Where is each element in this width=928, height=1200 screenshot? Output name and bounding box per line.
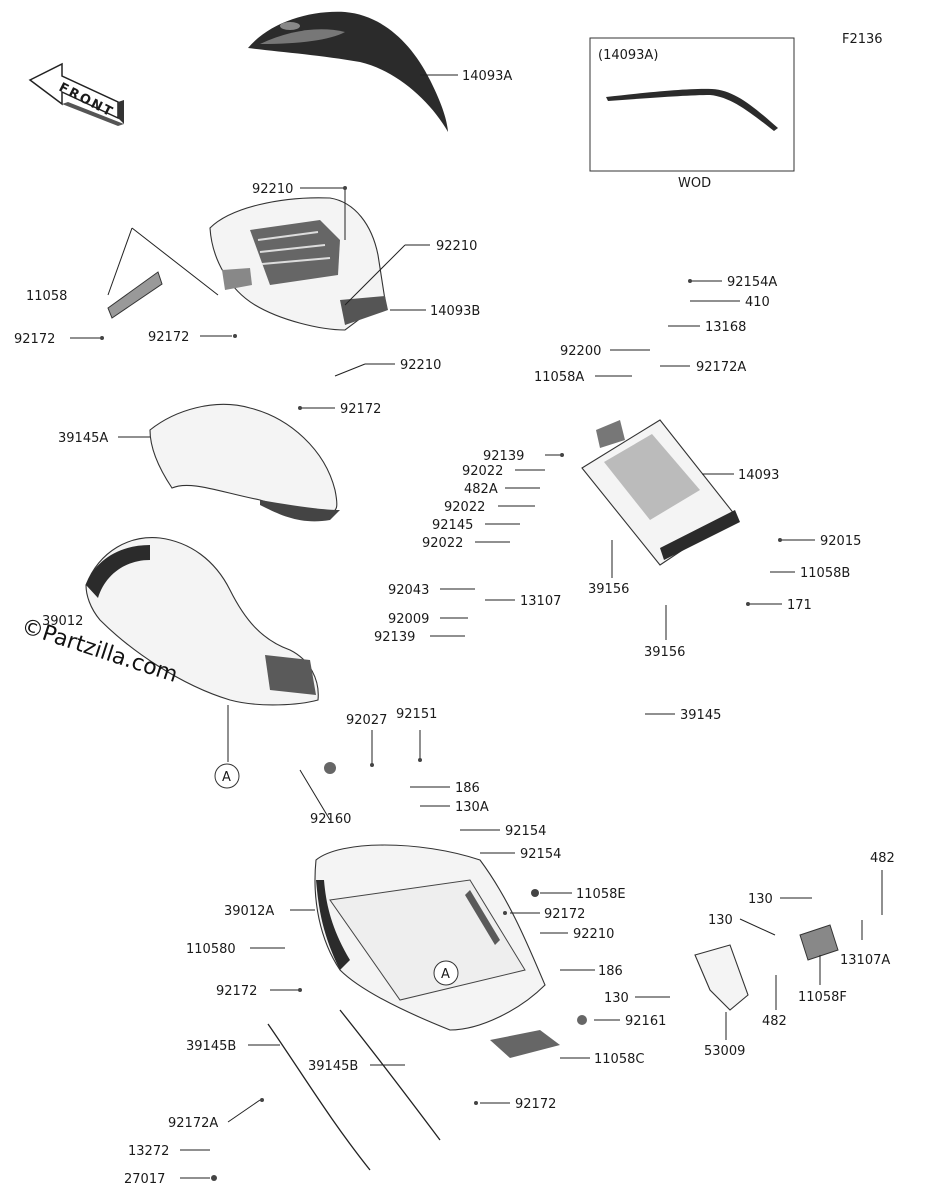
part-label[interactable]: 11058C <box>594 1052 644 1067</box>
part-label[interactable]: 92172 <box>515 1097 556 1112</box>
part-label[interactable]: 39145 <box>680 708 721 723</box>
part-label[interactable]: 39145B <box>308 1059 358 1074</box>
part-label[interactable]: 92210 <box>252 182 293 197</box>
part-label[interactable]: 13168 <box>705 320 746 335</box>
part-label[interactable]: 482 <box>762 1014 787 1029</box>
part-label[interactable]: 11058B <box>800 566 850 581</box>
hull-39012a <box>314 844 560 1058</box>
ref-marker-a-upper-label: A <box>222 770 231 785</box>
part-label[interactable]: 92022 <box>422 536 463 551</box>
hardware-dots <box>100 186 782 1181</box>
part-label[interactable]: 110580 <box>186 942 236 957</box>
part-label[interactable]: 92022 <box>444 500 485 515</box>
part-label[interactable]: 92172A <box>696 360 746 375</box>
figure-code: F2136 <box>842 32 883 47</box>
part-label[interactable]: 11058 <box>26 289 67 304</box>
cover-14093a <box>248 11 448 132</box>
inset-stripe-part <box>606 88 778 131</box>
trim-39145b-left <box>267 1023 371 1171</box>
part-label[interactable]: 92161 <box>625 1014 666 1029</box>
leaders <box>70 74 883 1179</box>
part-label[interactable]: 92015 <box>820 534 861 549</box>
bracket-53009 <box>694 944 749 1011</box>
part-label[interactable]: 130 <box>708 913 733 928</box>
trim-39145b-right <box>339 1009 441 1141</box>
ref-marker-a-lower-label: A <box>441 967 450 982</box>
part-label[interactable]: 130 <box>748 892 773 907</box>
part-label[interactable]: 92009 <box>388 612 429 627</box>
part-label[interactable]: 14093A <box>462 69 512 84</box>
part-label[interactable]: 14093B <box>430 304 480 319</box>
part-label[interactable]: 92027 <box>346 713 387 728</box>
part-label[interactable]: 92154A <box>727 275 777 290</box>
part-label[interactable]: 39012A <box>224 904 274 919</box>
part-label[interactable]: 92172 <box>148 330 189 345</box>
part-label[interactable]: 92145 <box>432 518 473 533</box>
part-label[interactable]: 92043 <box>388 583 429 598</box>
inset-part-ref: (14093A) <box>598 48 658 63</box>
part-label[interactable]: 92154 <box>505 824 546 839</box>
part-label[interactable]: 53009 <box>704 1044 745 1059</box>
part-label[interactable]: 14093 <box>738 468 779 483</box>
hull-39012 <box>85 537 319 706</box>
seat-39145a <box>149 403 340 522</box>
part-label[interactable]: 130A <box>455 800 489 815</box>
glovebox-14093 <box>581 419 740 566</box>
part-label[interactable]: 92210 <box>400 358 441 373</box>
part-label[interactable]: 13107 <box>520 594 561 609</box>
inset-caption: WOD <box>678 176 711 191</box>
bracket-11058f <box>799 924 839 961</box>
part-label[interactable]: 482 <box>870 851 895 866</box>
part-labels: 14093A 92210 92210 11058 14093B 92172 92… <box>14 69 895 1187</box>
part-label[interactable]: 130 <box>604 991 629 1006</box>
part-label[interactable]: 92022 <box>462 464 503 479</box>
part-label[interactable]: 92172 <box>216 984 257 999</box>
part-label[interactable]: 92172 <box>340 402 381 417</box>
part-label[interactable]: 39156 <box>644 645 685 660</box>
part-label[interactable]: 39012 <box>42 614 83 629</box>
part-label[interactable]: 39145B <box>186 1039 236 1054</box>
part-label[interactable]: 92172 <box>544 907 585 922</box>
part-label[interactable]: 11058A <box>534 370 584 385</box>
part-label[interactable]: 92160 <box>310 812 351 827</box>
front-arrow: FRONT <box>28 62 124 126</box>
part-label[interactable]: 92210 <box>436 239 477 254</box>
part-label[interactable]: 92139 <box>483 449 524 464</box>
inset-box: (14093A) WOD <box>589 37 795 191</box>
console-14093b <box>209 197 388 331</box>
part-label[interactable]: 92151 <box>396 707 437 722</box>
part-label[interactable]: 92172A <box>168 1116 218 1131</box>
part-label[interactable]: 171 <box>787 598 812 613</box>
part-label[interactable]: 410 <box>745 295 770 310</box>
part-label[interactable]: 92154 <box>520 847 561 862</box>
part-label[interactable]: 92200 <box>560 344 601 359</box>
part-label[interactable]: 13272 <box>128 1144 169 1159</box>
part-label[interactable]: 92172 <box>14 332 55 347</box>
part-label[interactable]: 92139 <box>374 630 415 645</box>
part-label[interactable]: 186 <box>598 964 623 979</box>
part-label[interactable]: 11058E <box>576 887 626 902</box>
part-label[interactable]: 482A <box>464 482 498 497</box>
part-label[interactable]: 11058F <box>798 990 847 1005</box>
part-label[interactable]: 39156 <box>588 582 629 597</box>
part-label[interactable]: 39145A <box>58 431 108 446</box>
ref-marker-a-lower <box>433 960 459 986</box>
part-label[interactable]: 27017 <box>124 1172 165 1187</box>
part-label[interactable]: 186 <box>455 781 480 796</box>
grille-11058 <box>107 271 163 319</box>
part-label[interactable]: 13107A <box>840 953 890 968</box>
part-label[interactable]: 92210 <box>573 927 614 942</box>
ref-marker-a-upper <box>214 763 240 789</box>
